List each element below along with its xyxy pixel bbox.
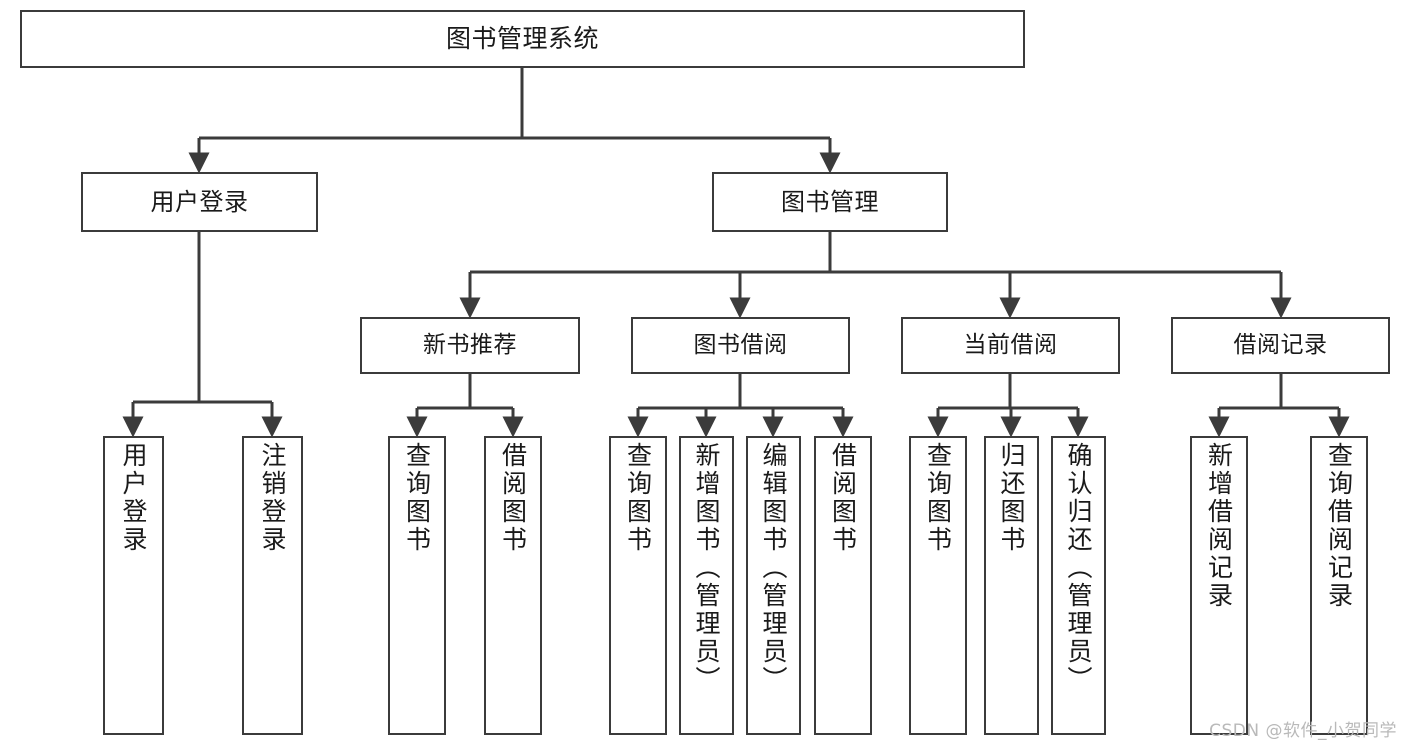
node-book-manage-label: 图书管理 bbox=[781, 187, 879, 216]
node-leaf-add-book[interactable]: 新增图书（管理员） bbox=[679, 436, 734, 735]
node-leaf-user-login[interactable]: 用户登录 bbox=[103, 436, 164, 735]
node-book-borrow[interactable]: 图书借阅 bbox=[631, 317, 850, 374]
node-leaf-confirm-return[interactable]: 确认归还（管理员） bbox=[1051, 436, 1106, 735]
node-leaf-edit-book-label: 编辑图书（管理员） bbox=[759, 442, 788, 694]
node-leaf-return-book[interactable]: 归还图书 bbox=[984, 436, 1039, 735]
node-leaf-add-book-label: 新增图书（管理员） bbox=[692, 442, 721, 694]
node-leaf-borrow-book-rec[interactable]: 借阅图书 bbox=[484, 436, 542, 735]
node-book-manage[interactable]: 图书管理 bbox=[712, 172, 948, 232]
node-borrow-record[interactable]: 借阅记录 bbox=[1171, 317, 1390, 374]
node-user-login-label: 用户登录 bbox=[150, 187, 249, 216]
node-leaf-query-record-label: 查询借阅记录 bbox=[1324, 442, 1354, 610]
node-root[interactable]: 图书管理系统 bbox=[20, 10, 1025, 68]
node-borrow-record-label: 借阅记录 bbox=[1233, 331, 1328, 358]
node-leaf-borrow-book-rec-label: 借阅图书 bbox=[498, 442, 528, 554]
node-leaf-query-book-rec-label: 查询图书 bbox=[402, 442, 432, 554]
node-leaf-borrow-book-label: 借阅图书 bbox=[828, 442, 858, 554]
node-leaf-query-book-borrow-label: 查询图书 bbox=[623, 442, 653, 554]
node-leaf-add-record-label: 新增借阅记录 bbox=[1204, 442, 1234, 610]
node-user-login[interactable]: 用户登录 bbox=[81, 172, 318, 232]
node-new-book-rec[interactable]: 新书推荐 bbox=[360, 317, 580, 374]
node-leaf-query-book-rec[interactable]: 查询图书 bbox=[388, 436, 446, 735]
node-leaf-user-logout-label: 注销登录 bbox=[258, 442, 287, 554]
node-root-label: 图书管理系统 bbox=[445, 24, 599, 54]
csdn-watermark: CSDN @软件_小贺同学 bbox=[1209, 721, 1397, 741]
node-leaf-user-logout[interactable]: 注销登录 bbox=[242, 436, 303, 735]
node-leaf-query-book-cur-label: 查询图书 bbox=[923, 442, 953, 554]
node-leaf-add-record[interactable]: 新增借阅记录 bbox=[1190, 436, 1248, 735]
node-leaf-confirm-return-label: 确认归还（管理员） bbox=[1064, 442, 1093, 694]
node-leaf-borrow-book[interactable]: 借阅图书 bbox=[814, 436, 872, 735]
node-new-book-rec-label: 新书推荐 bbox=[423, 331, 517, 358]
node-current-borrow[interactable]: 当前借阅 bbox=[901, 317, 1120, 374]
node-leaf-return-book-label: 归还图书 bbox=[997, 442, 1026, 554]
node-leaf-query-book-borrow[interactable]: 查询图书 bbox=[609, 436, 667, 735]
node-book-borrow-label: 图书借阅 bbox=[693, 331, 788, 358]
node-leaf-edit-book[interactable]: 编辑图书（管理员） bbox=[746, 436, 801, 735]
node-leaf-query-book-cur[interactable]: 查询图书 bbox=[909, 436, 967, 735]
node-leaf-query-record[interactable]: 查询借阅记录 bbox=[1310, 436, 1368, 735]
node-leaf-user-login-label: 用户登录 bbox=[119, 442, 148, 554]
node-current-borrow-label: 当前借阅 bbox=[963, 331, 1058, 358]
